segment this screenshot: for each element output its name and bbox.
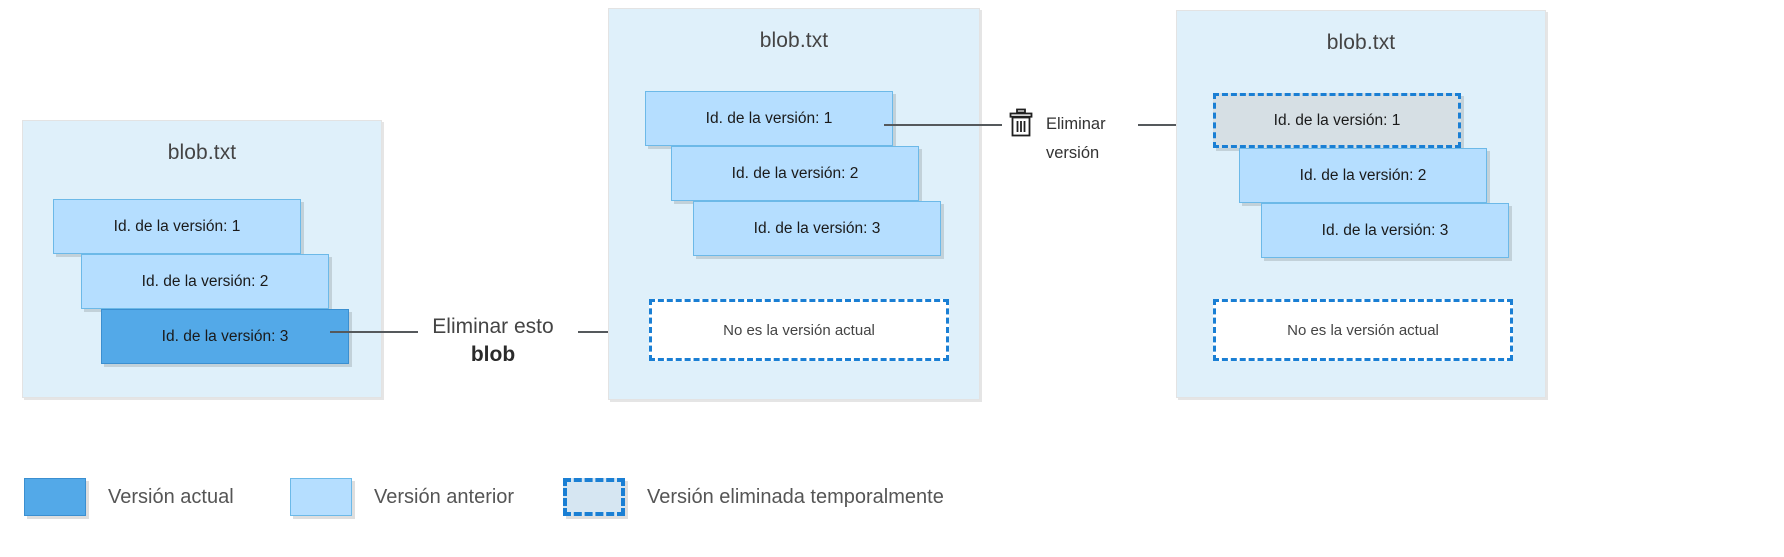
version-card-label: Id. de la versión: 1 <box>113 217 241 235</box>
version-card-1-panel2: Id. de la versión: 1 <box>645 91 893 146</box>
not-current-version-box-panel3: No es la versión actual <box>1213 299 1513 361</box>
callout-line-2: versión <box>1046 143 1100 162</box>
version-card-label: Id. de la versión: 3 <box>1321 221 1449 239</box>
connector-line-delete-version <box>884 124 1002 126</box>
panel-before-delete: blob.txt Id. de la versión: 1 Id. de la … <box>22 120 382 398</box>
legend-item-current-version: Versión actual <box>24 478 234 516</box>
version-card-label: Id. de la versión: 1 <box>705 109 833 127</box>
legend-swatch-soft-deleted-version <box>563 478 625 516</box>
callout-delete-version: Eliminar versión <box>1046 110 1106 168</box>
panel-after-version-delete: blob.txt Id. de la versión: 1 Id. de la … <box>1176 10 1546 398</box>
legend-swatch-previous-version <box>290 478 352 516</box>
connector-line-delete-blob <box>330 331 418 333</box>
callout-line-2: blob <box>470 343 516 367</box>
trash-icon <box>1008 108 1034 138</box>
callout-line-1: Eliminar <box>1046 115 1106 133</box>
version-card-label: Id. de la versión: 2 <box>141 272 269 290</box>
legend-swatch-current-version <box>24 478 86 516</box>
not-current-version-label: No es la versión actual <box>723 321 875 339</box>
not-current-version-box-panel2: No es la versión actual <box>649 299 949 361</box>
version-card-2-panel1: Id. de la versión: 2 <box>81 254 329 309</box>
panel-title-after-blob-delete: blob.txt <box>759 29 829 52</box>
callout-line-1: Eliminar esto <box>432 315 554 338</box>
version-card-label: Id. de la versión: 1 <box>1273 111 1401 129</box>
version-card-label: Id. de la versión: 3 <box>161 327 289 345</box>
version-card-label: Id. de la versión: 2 <box>1299 166 1427 184</box>
version-card-label: Id. de la versión: 2 <box>731 164 859 182</box>
version-card-3-panel2: Id. de la versión: 3 <box>693 201 941 256</box>
panel-after-blob-delete: blob.txt Id. de la versión: 1 Id. de la … <box>608 8 980 400</box>
legend-label-soft-deleted-version: Versión eliminada temporalmente <box>647 485 944 508</box>
callout-delete-blob: Eliminar esto blob <box>422 313 564 370</box>
version-card-2-panel3: Id. de la versión: 2 <box>1239 148 1487 203</box>
panel-title-before-delete: blob.txt <box>167 141 237 164</box>
version-card-3-panel3: Id. de la versión: 3 <box>1261 203 1509 258</box>
panel-title-after-version-delete: blob.txt <box>1326 31 1396 54</box>
version-card-3-panel1: Id. de la versión: 3 <box>101 309 349 364</box>
legend-item-previous-version: Versión anterior <box>290 478 514 516</box>
legend-label-previous-version: Versión anterior <box>374 485 515 508</box>
legend-label-current-version: Versión actual <box>108 485 234 508</box>
legend-item-soft-deleted-version: Versión eliminada temporalmente <box>563 478 944 516</box>
version-card-2-panel2: Id. de la versión: 2 <box>671 146 919 201</box>
not-current-version-label: No es la versión actual <box>1287 321 1439 339</box>
version-card-label: Id. de la versión: 3 <box>753 219 881 237</box>
version-card-1-panel1: Id. de la versión: 1 <box>53 199 301 254</box>
version-card-1-panel3: Id. de la versión: 1 <box>1213 93 1461 148</box>
